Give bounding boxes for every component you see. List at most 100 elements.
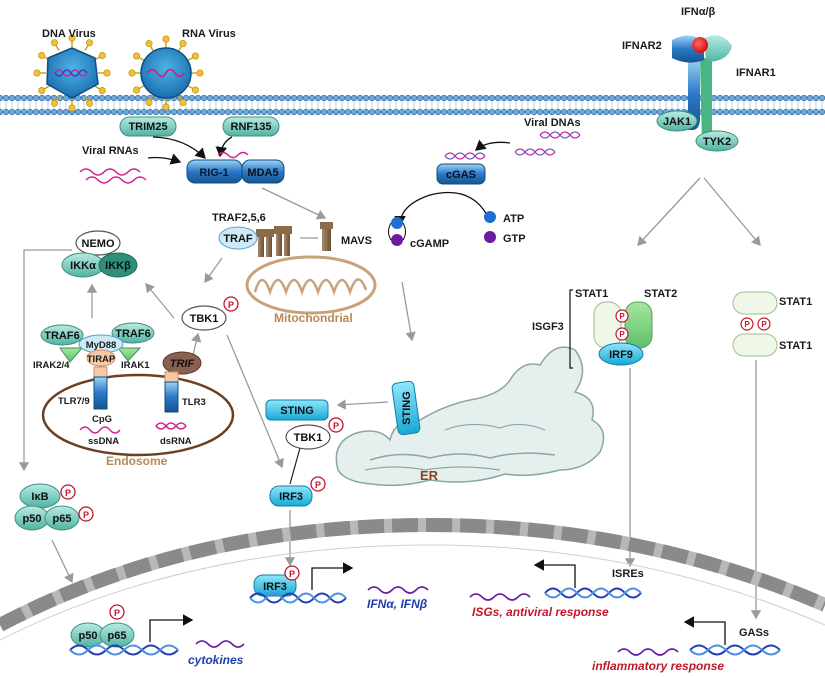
irf3-cyto-node: IRF3 [269,485,313,507]
p50-p65-nuclear: p50 p65 P [70,604,135,648]
svg-text:TBK1: TBK1 [190,313,219,325]
sting-er-node: STING [391,380,421,436]
cgamp-label: cGAMP [410,238,449,250]
svg-text:P: P [619,312,625,321]
tyk2-node: TYK2 [695,130,739,152]
gtp-molecule [484,231,496,243]
svg-text:TRIM25: TRIM25 [128,121,167,133]
svg-text:IκB: IκB [31,491,48,503]
traf6-right-node: TRAF6 [111,322,155,344]
svg-text:JAK1: JAK1 [663,116,691,128]
svg-text:p50: p50 [23,513,42,525]
jak1-node: JAK1 [656,110,698,132]
rnf135-node: RNF135 [222,116,280,137]
rna-virus [128,35,204,111]
svg-text:TYK2: TYK2 [703,136,731,148]
inflammatory-label: inflammatory response [592,659,724,673]
gas-transcription-arrow [683,616,726,645]
irf3-cyto-phospho: P [310,476,326,492]
dna-virus [33,34,111,112]
nuclear-envelope [0,517,825,641]
isg-mrna [469,593,531,601]
atp-molecule [484,211,496,223]
ifn-label: IFNα, IFNβ [367,597,428,611]
endosome [41,373,235,457]
ifn-transcription-arrow [311,562,354,590]
trif-node: TRIF [162,351,202,375]
viral-rnas-label: Viral RNAs [82,145,139,157]
irak1-label: IRAK1 [121,360,150,371]
tbk1-mid-node: TBK1 [285,424,331,450]
endosome-label: Endosome [106,454,168,468]
svg-text:p65: p65 [53,513,72,525]
svg-text:TIRAP: TIRAP [87,354,116,365]
tbk1-top-phospho: P [223,296,239,312]
inflammatory-mrna [617,648,679,656]
irak24-shape [59,347,84,363]
ifnar-receptor [672,35,732,148]
cytokine-transcription-arrow [149,614,194,642]
isgf3-stat1-label: STAT1 [575,288,608,300]
dna-helix-cytokine [69,644,179,656]
isg-label: ISGs, antiviral response [472,605,609,619]
irf3-nuclear-node: IRF3 P [253,565,300,597]
cgas-bound-dna [444,152,486,160]
trim25-node: TRIM25 [119,116,177,137]
tbk1-mid-phospho: P [328,417,344,433]
svg-text:STING: STING [280,405,314,417]
endoplasmic-reticulum [335,346,605,487]
isg-transcription-arrow [533,559,576,588]
svg-text:P: P [114,608,120,618]
cgamp-molecule [388,217,406,246]
ssdna-strand [79,426,121,434]
ifnar2-label: IFNAR2 [622,40,662,52]
svg-text:p50: p50 [79,630,98,642]
svg-text:IRF9: IRF9 [609,349,633,361]
er-label: ER [420,468,439,483]
svg-text:TRAF6: TRAF6 [44,330,79,342]
ifn-mrna [367,586,429,594]
viral-rna-strand-2 [85,176,147,184]
traf6-left-node: TRAF6 [40,324,84,346]
isres-label: ISREs [612,568,644,580]
svg-text:P: P [315,480,321,490]
irak24-label: IRAK2/4 [33,360,70,371]
svg-text:IRF3: IRF3 [279,491,303,503]
irak1-shape [116,347,142,362]
atp-label: ATP [503,213,524,225]
isgf3-stat2-label: STAT2 [644,288,677,300]
svg-text:IKKα: IKKα [70,260,96,272]
mavs-label: MAVS [341,235,372,247]
traf-node: TRAF [218,226,258,250]
cytokines-label: cytokines [188,653,244,667]
rig1-bound-rna [217,151,249,159]
tlr79-label: TLR7/9 [58,396,90,407]
traf-group-label: TRAF2,5,6 [212,212,266,224]
isgf3-bracket [569,289,573,369]
dsrna-helix [155,422,187,430]
svg-text:TRAF6: TRAF6 [115,328,150,340]
isgf3-label: ISGF3 [532,321,564,333]
stat1-dimer: P P [732,291,778,357]
svg-text:P: P [744,320,750,329]
viral-dna-helix-2 [514,148,556,156]
cytokine-mrna [195,640,245,648]
viral-dnas-label: Viral DNAs [524,117,581,129]
ikb-complex: IκB p50 p65 P P [14,483,94,531]
svg-text:cGAS: cGAS [446,169,476,181]
isgf3-complex: P P IRF9 [593,301,653,366]
tirap-node: TIRAP [86,349,116,367]
ssdna-label: ssDNA [88,436,119,447]
dna-helix-isre [544,587,642,599]
mitochondrion [245,255,377,315]
rna-virus-label: RNA Virus [182,28,236,40]
svg-text:IKKβ: IKKβ [105,260,131,272]
svg-text:MyD88: MyD88 [86,340,117,351]
svg-text:TRIF: TRIF [170,358,195,370]
stat1-bottom-label: STAT1 [779,340,812,352]
dsrna-label: dsRNA [160,436,192,447]
tlr3-receptor [164,371,179,413]
viral-dna-helix-1 [539,131,581,139]
dna-helix-gas [689,644,781,656]
